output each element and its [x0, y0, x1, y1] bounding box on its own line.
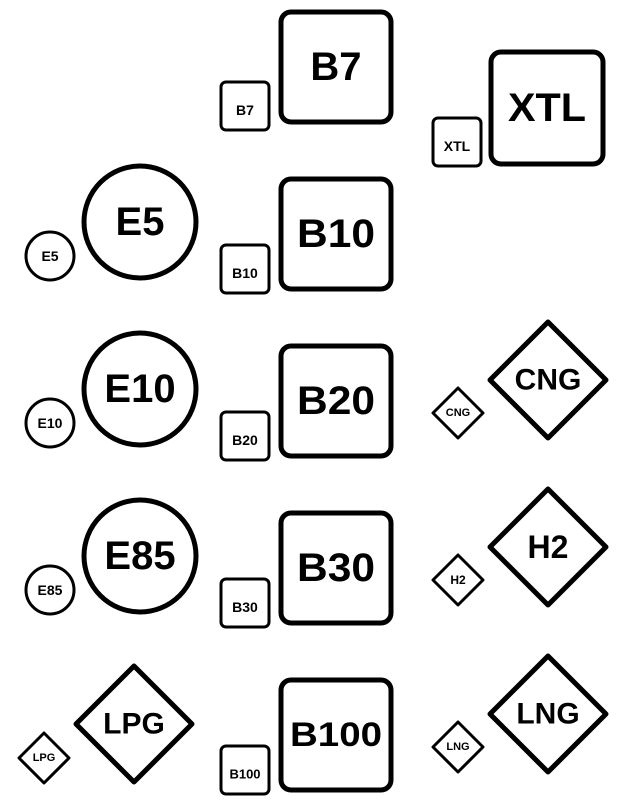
fuel-label-text: B7	[236, 102, 254, 118]
square-frame	[278, 510, 394, 626]
fuel-label-text: E10	[104, 367, 175, 411]
fuel-label-text: LNG	[516, 698, 579, 731]
fuel-label-e5-large: E5	[81, 163, 199, 281]
circle-frame	[81, 497, 199, 615]
fuel-label-text: E5	[116, 200, 165, 244]
fuel-label-text: H2	[450, 573, 466, 587]
diamond-frame	[431, 553, 485, 607]
fuel-label-e10-large: E10	[81, 330, 199, 448]
fuel-label-lpg-large: LPG	[73, 663, 195, 785]
fuel-label-b30-large: B30	[278, 510, 394, 626]
square-frame	[278, 176, 394, 292]
diamond-frame	[73, 663, 195, 785]
fuel-label-text: B100	[290, 716, 382, 754]
fuel-label-text: B30	[297, 546, 375, 590]
fuel-label-e85-large: E85	[81, 497, 199, 615]
fuel-label-xtl-small: XTL	[431, 116, 483, 168]
square-frame	[219, 243, 271, 295]
square-frame	[219, 577, 271, 629]
fuel-label-e10-small: E10	[24, 397, 76, 449]
fuel-label-b10-large: B10	[278, 176, 394, 292]
diamond-frame	[431, 386, 485, 440]
fuel-label-text: LNG	[446, 741, 469, 753]
circle-frame	[24, 397, 76, 449]
fuel-label-lng-small: LNG	[431, 720, 485, 774]
fuel-label-text: LPG	[33, 752, 56, 764]
fuel-label-text: E85	[104, 534, 175, 578]
circle-frame	[24, 564, 76, 616]
fuel-label-h2-large: H2	[487, 486, 609, 608]
square-frame	[278, 677, 394, 793]
circle-frame	[81, 163, 199, 281]
fuel-label-b30-small: B30	[219, 577, 271, 629]
fuel-label-text: XTL	[444, 138, 471, 154]
fuel-label-b100-large: B100	[278, 677, 394, 793]
square-frame	[219, 80, 271, 132]
fuel-label-text: E5	[41, 248, 58, 264]
fuel-label-b10-small: B10	[219, 243, 271, 295]
fuel-label-text: B10	[297, 212, 375, 256]
fuel-label-b7-large: B7	[278, 9, 394, 125]
diamond-frame	[17, 731, 71, 785]
diamond-frame	[487, 486, 609, 608]
diamond-frame	[431, 720, 485, 774]
fuel-label-cng-large: CNG	[487, 319, 609, 441]
square-frame	[488, 49, 606, 167]
fuel-label-text: H2	[528, 529, 569, 565]
fuel-label-text: CNG	[515, 364, 582, 397]
diamond-frame	[487, 653, 609, 775]
fuel-label-b100-small: B100	[219, 744, 271, 796]
fuel-label-text: B100	[229, 767, 260, 782]
fuel-label-text: E85	[38, 582, 63, 598]
fuel-label-text: B10	[232, 265, 258, 281]
square-frame	[431, 116, 483, 168]
fuel-label-text: B7	[310, 45, 361, 89]
fuel-label-lpg-small: LPG	[17, 731, 71, 785]
circle-frame	[24, 230, 76, 282]
square-frame	[219, 744, 271, 796]
diamond-frame	[487, 319, 609, 441]
fuel-label-e5-small: E5	[24, 230, 76, 282]
fuel-label-b20-large: B20	[278, 343, 394, 459]
fuel-label-lng-large: LNG	[487, 653, 609, 775]
fuel-label-b7-small: B7	[219, 80, 271, 132]
fuel-label-xtl-large: XTL	[488, 49, 606, 167]
fuel-label-text: LPG	[103, 708, 165, 741]
fuel-label-text: B20	[232, 432, 258, 448]
square-frame	[219, 410, 271, 462]
fuel-label-b20-small: B20	[219, 410, 271, 462]
fuel-label-text: CNG	[446, 407, 470, 419]
circle-frame	[81, 330, 199, 448]
fuel-label-text: B30	[232, 599, 258, 615]
fuel-label-h2-small: H2	[431, 553, 485, 607]
square-frame	[278, 343, 394, 459]
square-frame	[278, 9, 394, 125]
fuel-label-text: XTL	[508, 86, 586, 130]
fuel-label-text: E10	[38, 415, 63, 431]
fuel-label-text: B20	[297, 379, 375, 423]
fuel-label-cng-small: CNG	[431, 386, 485, 440]
fuel-label-e85-small: E85	[24, 564, 76, 616]
